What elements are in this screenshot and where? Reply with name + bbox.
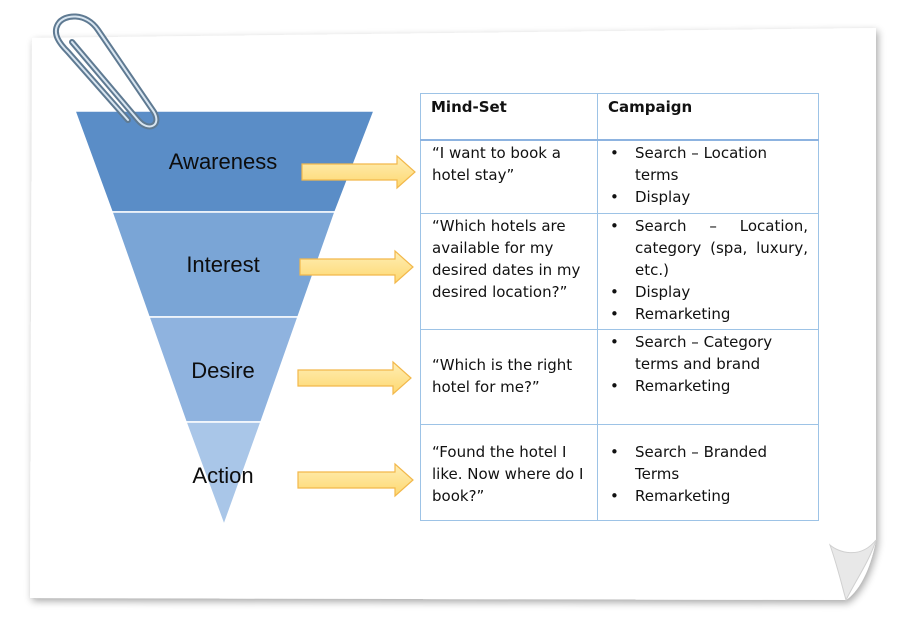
campaign-item: Search – Category terms and brand [610,331,808,375]
paperclip-icon [52,13,160,130]
arrow-icon [297,462,414,498]
table-header-row: Mind-Set Campaign [420,93,819,141]
table-row: “I want to book a hotel stay” Search – L… [420,139,819,214]
mindset-campaign-table: Mind-Set Campaign “I want to book a hote… [420,93,819,521]
header-campaign: Campaign [597,93,819,141]
mindset-cell: “Which hotels are available for my desir… [420,212,598,330]
funnel: Awareness Interest Desire Action [73,110,376,528]
campaign-item: Search – Branded Terms [610,441,808,485]
arrow-icon [297,360,412,396]
campaign-item: Remarketing [610,485,808,507]
arrow-icon [301,154,416,190]
page-curl-icon [828,539,877,602]
campaign-item: Display [610,186,808,208]
mindset-cell: “I want to book a hotel stay” [420,139,598,214]
stage-label-interest: Interest [186,252,259,277]
stage-label-desire: Desire [191,358,255,383]
table-row: “Which is the right hotel for me?” Searc… [420,328,819,425]
campaign-item: Search – Location terms [610,142,808,186]
arrow-icon [299,249,414,285]
campaign-item: Search – Location, category (spa, luxury… [610,215,808,281]
table-row: “Found the hotel I like. Now where do I … [420,423,819,521]
campaign-item: Remarketing [610,375,808,397]
campaign-cell: Search – Location, category (spa, luxury… [597,212,819,330]
mindset-cell: “Which is the right hotel for me?” [420,328,598,425]
funnel-stage-action [184,421,263,528]
stage-label-action: Action [192,463,253,488]
campaign-cell: Search – Category terms and brand Remark… [597,328,819,425]
arrows [297,154,416,498]
campaign-cell: Search – Location terms Display [597,139,819,214]
campaign-item: Remarketing [610,303,808,325]
mindset-cell: “Found the hotel I like. Now where do I … [420,423,598,521]
campaign-item: Display [610,281,808,303]
campaign-cell: Search – Branded Terms Remarketing [597,423,819,521]
stage-label-awareness: Awareness [169,149,277,174]
header-mindset: Mind-Set [420,93,598,141]
table-row: “Which hotels are available for my desir… [420,212,819,330]
